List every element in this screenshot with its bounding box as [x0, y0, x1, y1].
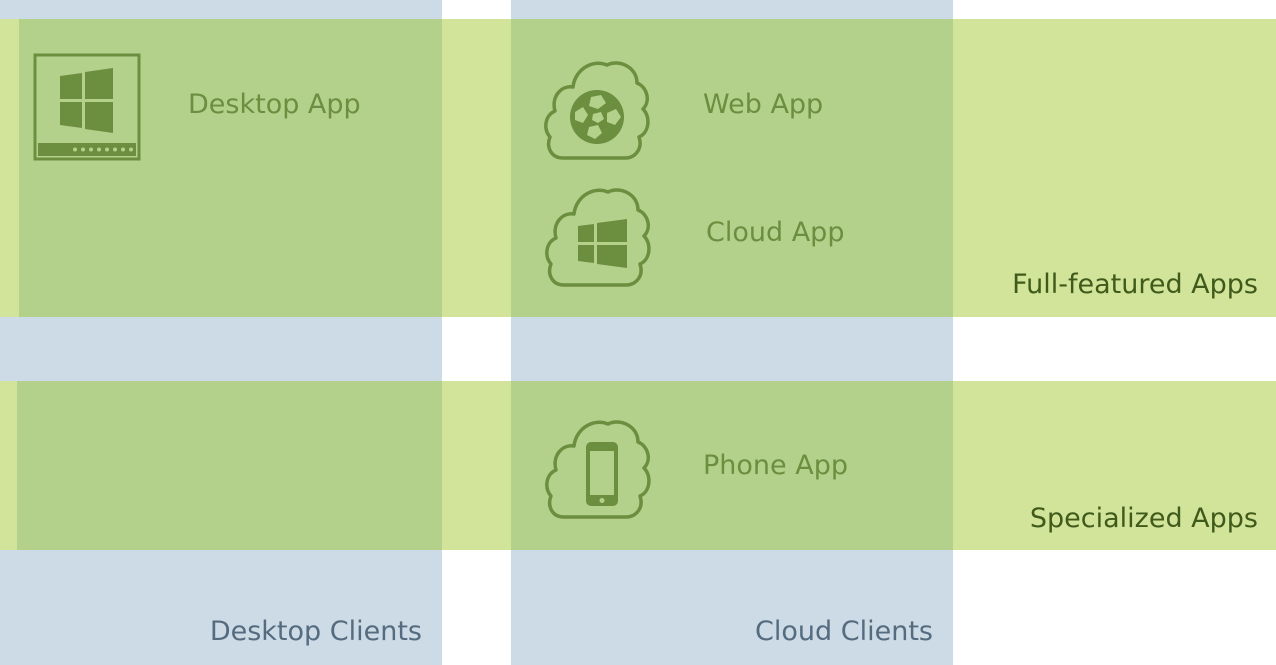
cloud-clients-label: Cloud Clients: [755, 616, 933, 647]
overlap-desktop-specialized: [17, 381, 442, 550]
overlap-cloud-specialized: [511, 381, 953, 550]
cloud-phone-icon: [545, 420, 651, 519]
web-app-label: Web App: [703, 89, 824, 120]
overlap-desktop-full: [19, 19, 442, 317]
specialized-apps-label: Specialized Apps: [1029, 503, 1258, 534]
desktop-windows-icon: [33, 53, 141, 161]
cloud-globe-icon: [544, 61, 650, 160]
cloud-app-label: Cloud App: [706, 217, 845, 248]
desktop-clients-label: Desktop Clients: [209, 616, 422, 647]
full-featured-apps-label: Full-featured Apps: [1012, 269, 1258, 300]
phone-app-label: Phone App: [703, 450, 848, 481]
desktop-app-label: Desktop App: [188, 89, 361, 120]
cloud-windows-icon: [545, 188, 651, 287]
